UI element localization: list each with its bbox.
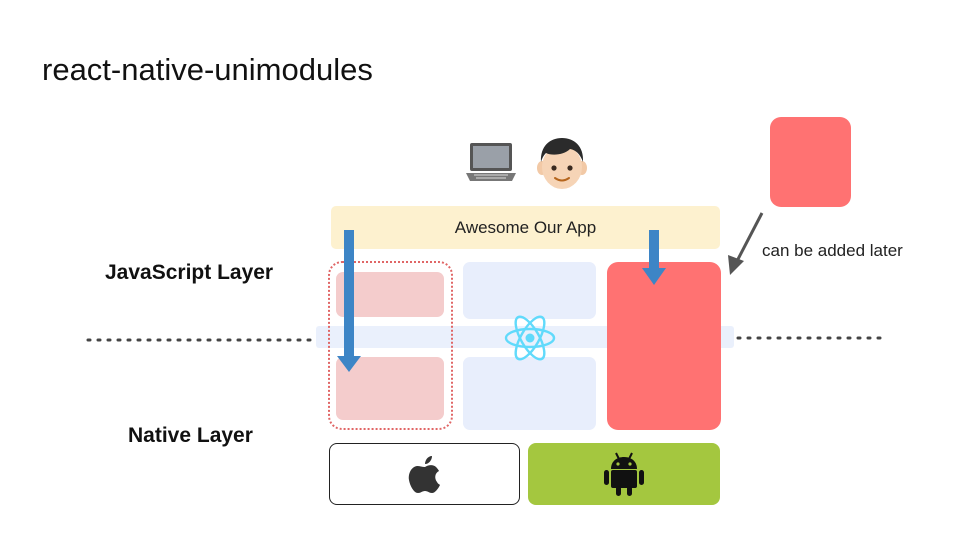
arrow-down-left-icon (337, 230, 361, 372)
android-platform-box (528, 443, 720, 505)
arrow-down-right-icon (642, 230, 666, 285)
ios-platform-box (329, 443, 520, 505)
react-logo-icon (503, 313, 557, 363)
note-text: can be added later (762, 241, 903, 260)
module-native-lavender (463, 357, 596, 430)
note-arrow-icon (728, 212, 764, 275)
apple-icon (408, 454, 442, 494)
native-layer-label: Native Layer (128, 424, 253, 447)
future-module-box (770, 117, 851, 207)
page-title: react-native-unimodules (42, 52, 373, 87)
module-red-full (607, 262, 721, 430)
laptop-icon (464, 141, 518, 183)
javascript-layer-label: JavaScript Layer (105, 261, 274, 284)
module-js-lavender (463, 262, 596, 319)
android-icon (604, 451, 644, 497)
boy-emoji-icon (536, 136, 588, 192)
app-bar-label: Awesome Our App (454, 217, 597, 237)
dashed-group-outline (328, 261, 453, 430)
module-native-pink (336, 357, 444, 420)
